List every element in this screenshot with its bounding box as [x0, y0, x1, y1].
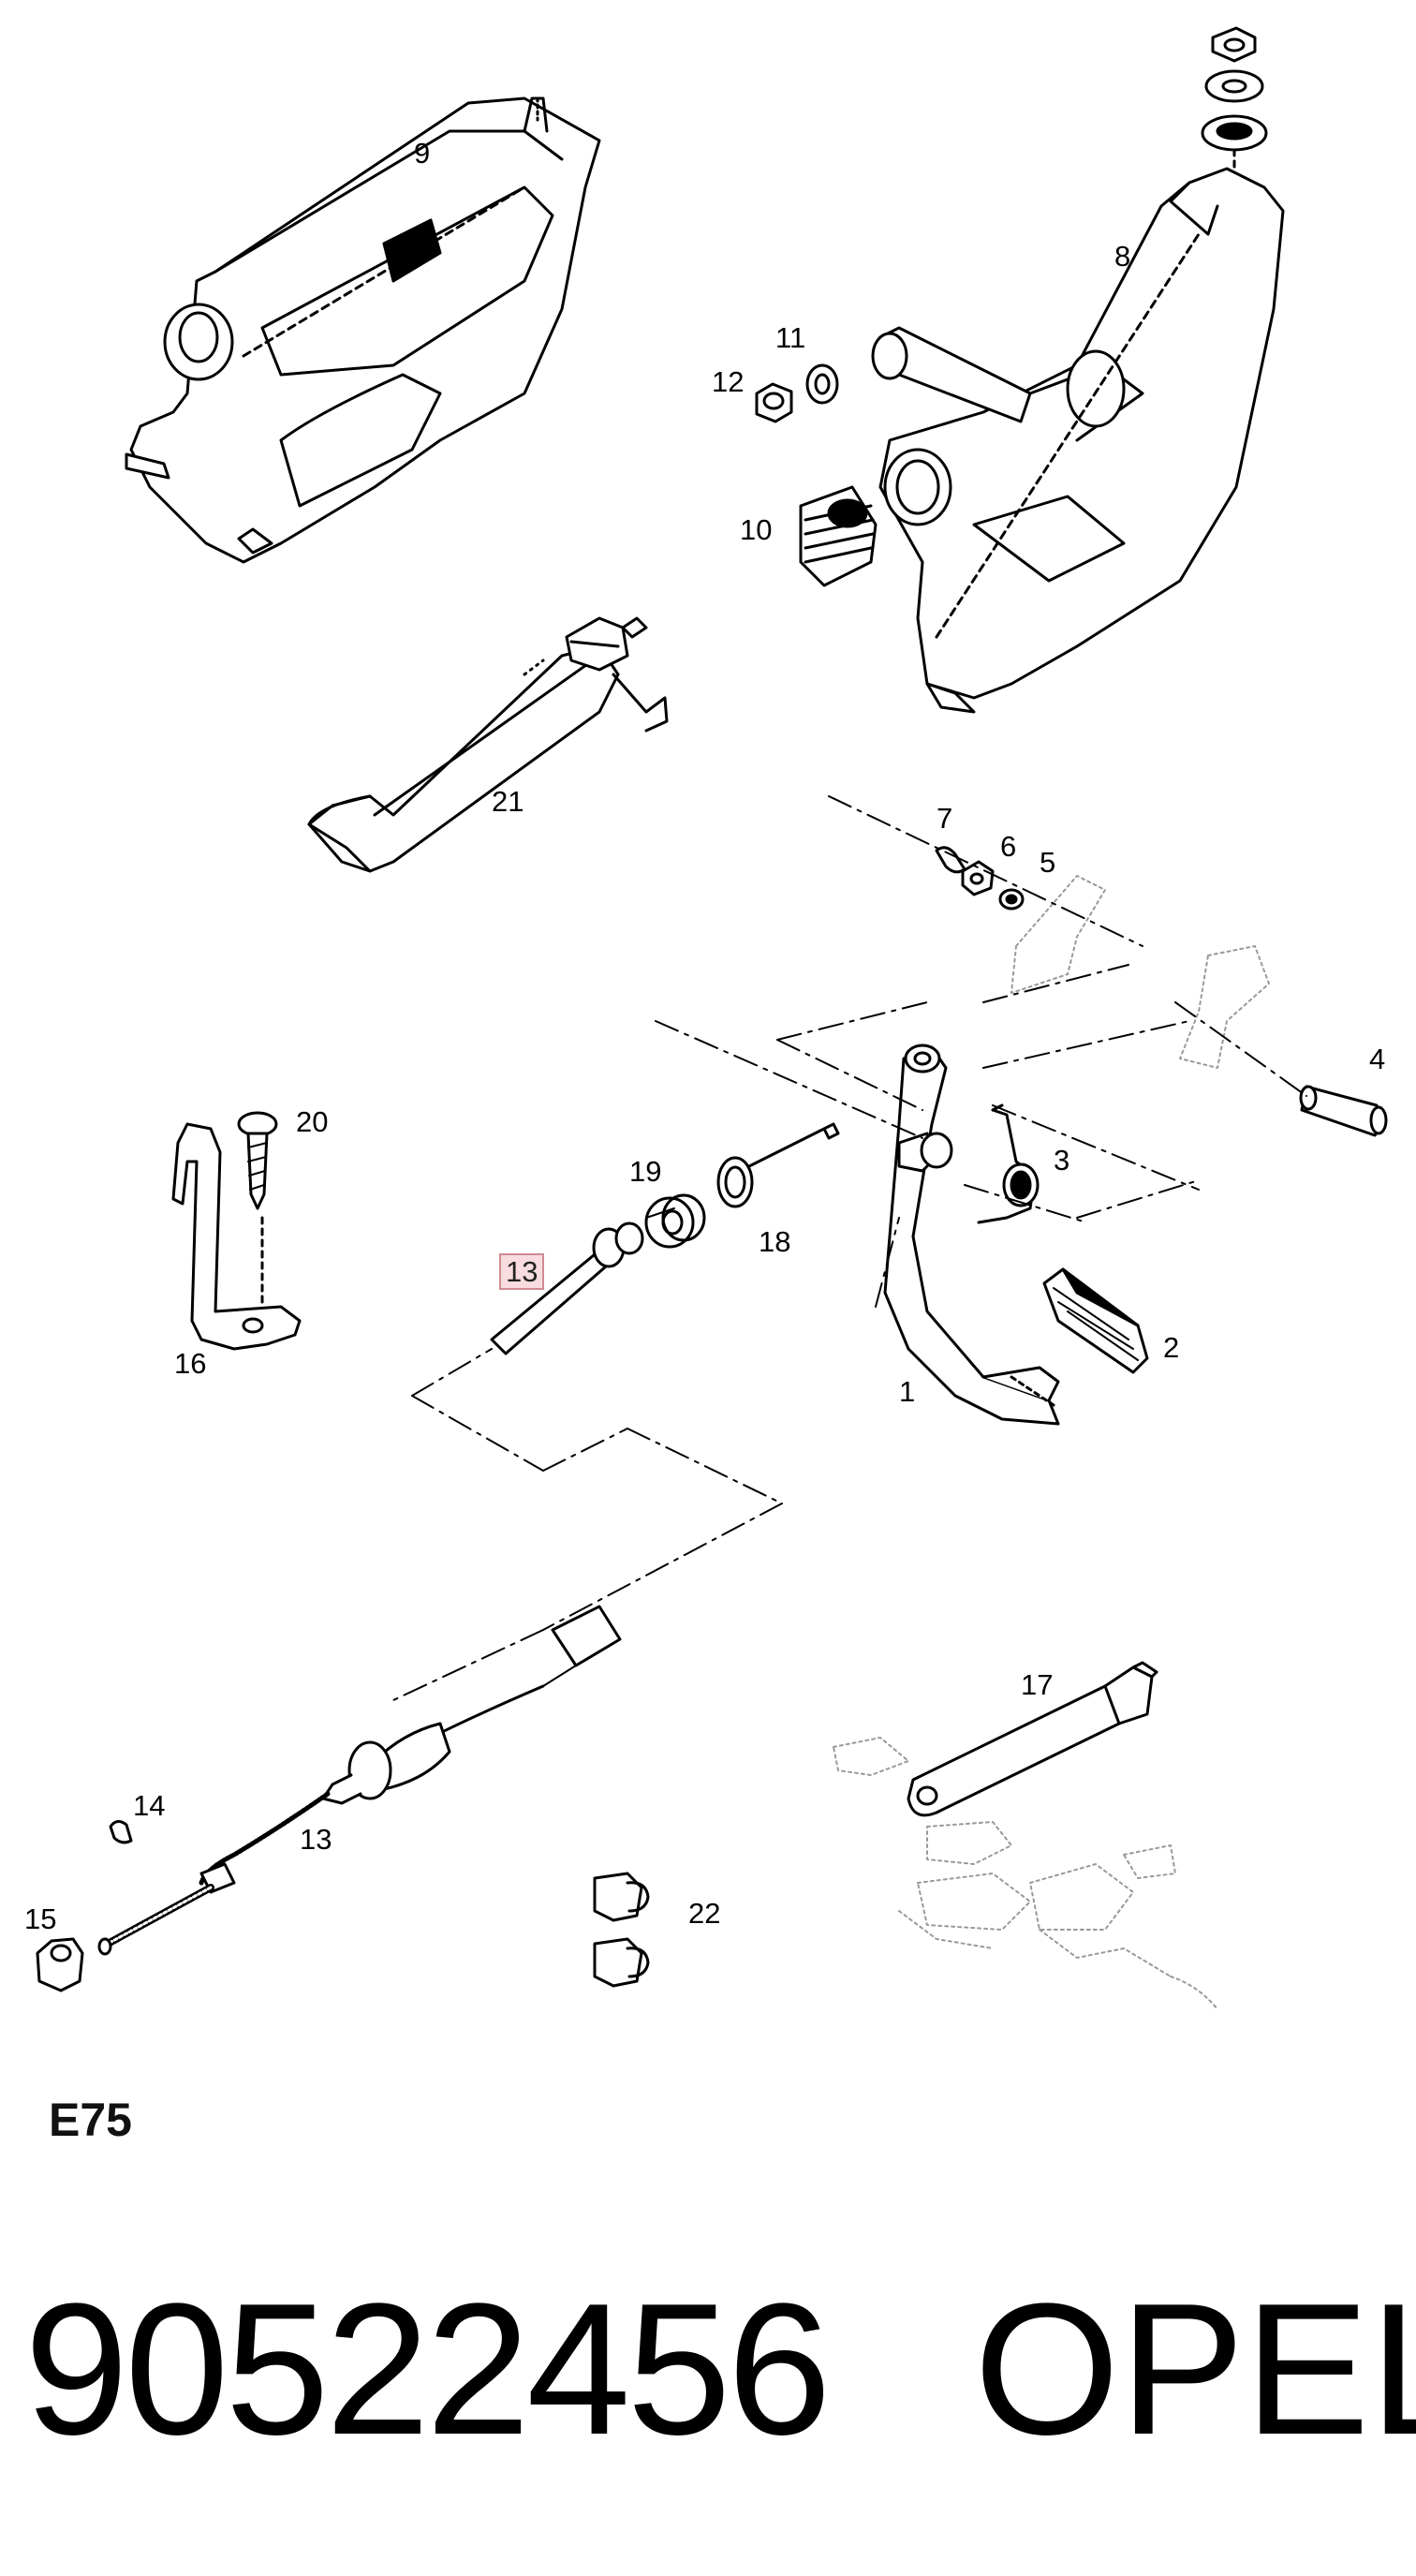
- callout-16[interactable]: 16: [174, 1347, 207, 1380]
- section-code: E75: [49, 2094, 132, 2146]
- callout-10[interactable]: 10: [740, 513, 773, 546]
- callout-18[interactable]: 18: [759, 1225, 791, 1258]
- leader-lines: [392, 795, 1307, 1701]
- pedal-arm-part-1: [883, 1044, 1060, 1426]
- callout-8[interactable]: 8: [1114, 240, 1131, 273]
- callout-13-highlighted[interactable]: 13: [499, 1253, 545, 1290]
- brand-name: OPEL: [974, 2265, 1416, 2474]
- nut-part-12: [755, 382, 793, 423]
- callout-19[interactable]: 19: [629, 1155, 662, 1188]
- callout-15[interactable]: 15: [24, 1902, 57, 1935]
- callout-9[interactable]: 9: [414, 137, 431, 170]
- clip-part-14: [109, 1820, 133, 1844]
- clamp-part-15: [36, 1937, 84, 1992]
- phantom-assembly-lower: [833, 1737, 1218, 2010]
- callout-22[interactable]: 22: [688, 1897, 721, 1930]
- callout-3[interactable]: 3: [1054, 1144, 1070, 1177]
- callout-17[interactable]: 17: [1021, 1668, 1054, 1701]
- lever-part-17: [907, 1661, 1158, 1817]
- phantom-bracket-upper: [1010, 875, 1270, 1069]
- callout-4[interactable]: 4: [1369, 1043, 1386, 1075]
- cable-part-13: [97, 1605, 622, 1956]
- callout-11[interactable]: 11: [775, 321, 806, 354]
- bushing-part-19: [644, 1193, 706, 1249]
- cable-end-part-13-upper: [490, 1122, 840, 1355]
- callout-13[interactable]: 13: [300, 1823, 332, 1856]
- callout-6[interactable]: 6: [1000, 830, 1017, 863]
- callout-21[interactable]: 21: [492, 785, 524, 818]
- washer-part-5: [998, 888, 1025, 910]
- callout-7[interactable]: 7: [937, 802, 953, 835]
- screw-part-20: [237, 1111, 278, 1210]
- callout-14[interactable]: 14: [133, 1789, 166, 1822]
- nut-washer-stack: [1201, 26, 1268, 185]
- pedal-pad-part-2: [1042, 1267, 1149, 1374]
- grommet-part-22: [593, 1872, 650, 1988]
- washer-part-11: [805, 363, 839, 405]
- washer-part-18: [716, 1156, 754, 1208]
- bracket-part-16: [171, 1122, 302, 1351]
- part-number: 90522456: [24, 2265, 832, 2474]
- callout-12[interactable]: 12: [712, 365, 745, 398]
- callout-2[interactable]: 2: [1163, 1331, 1180, 1364]
- bracket-part-8: [871, 167, 1285, 714]
- pedal-cover-part-21: [307, 616, 669, 873]
- callout-20[interactable]: 20: [296, 1105, 329, 1138]
- pivot-pin-part-4: [1299, 1085, 1388, 1137]
- callout-5[interactable]: 5: [1040, 846, 1056, 879]
- callout-1[interactable]: 1: [899, 1375, 916, 1408]
- bracket-part-9: [125, 96, 601, 564]
- bushing-part-10: [799, 485, 878, 587]
